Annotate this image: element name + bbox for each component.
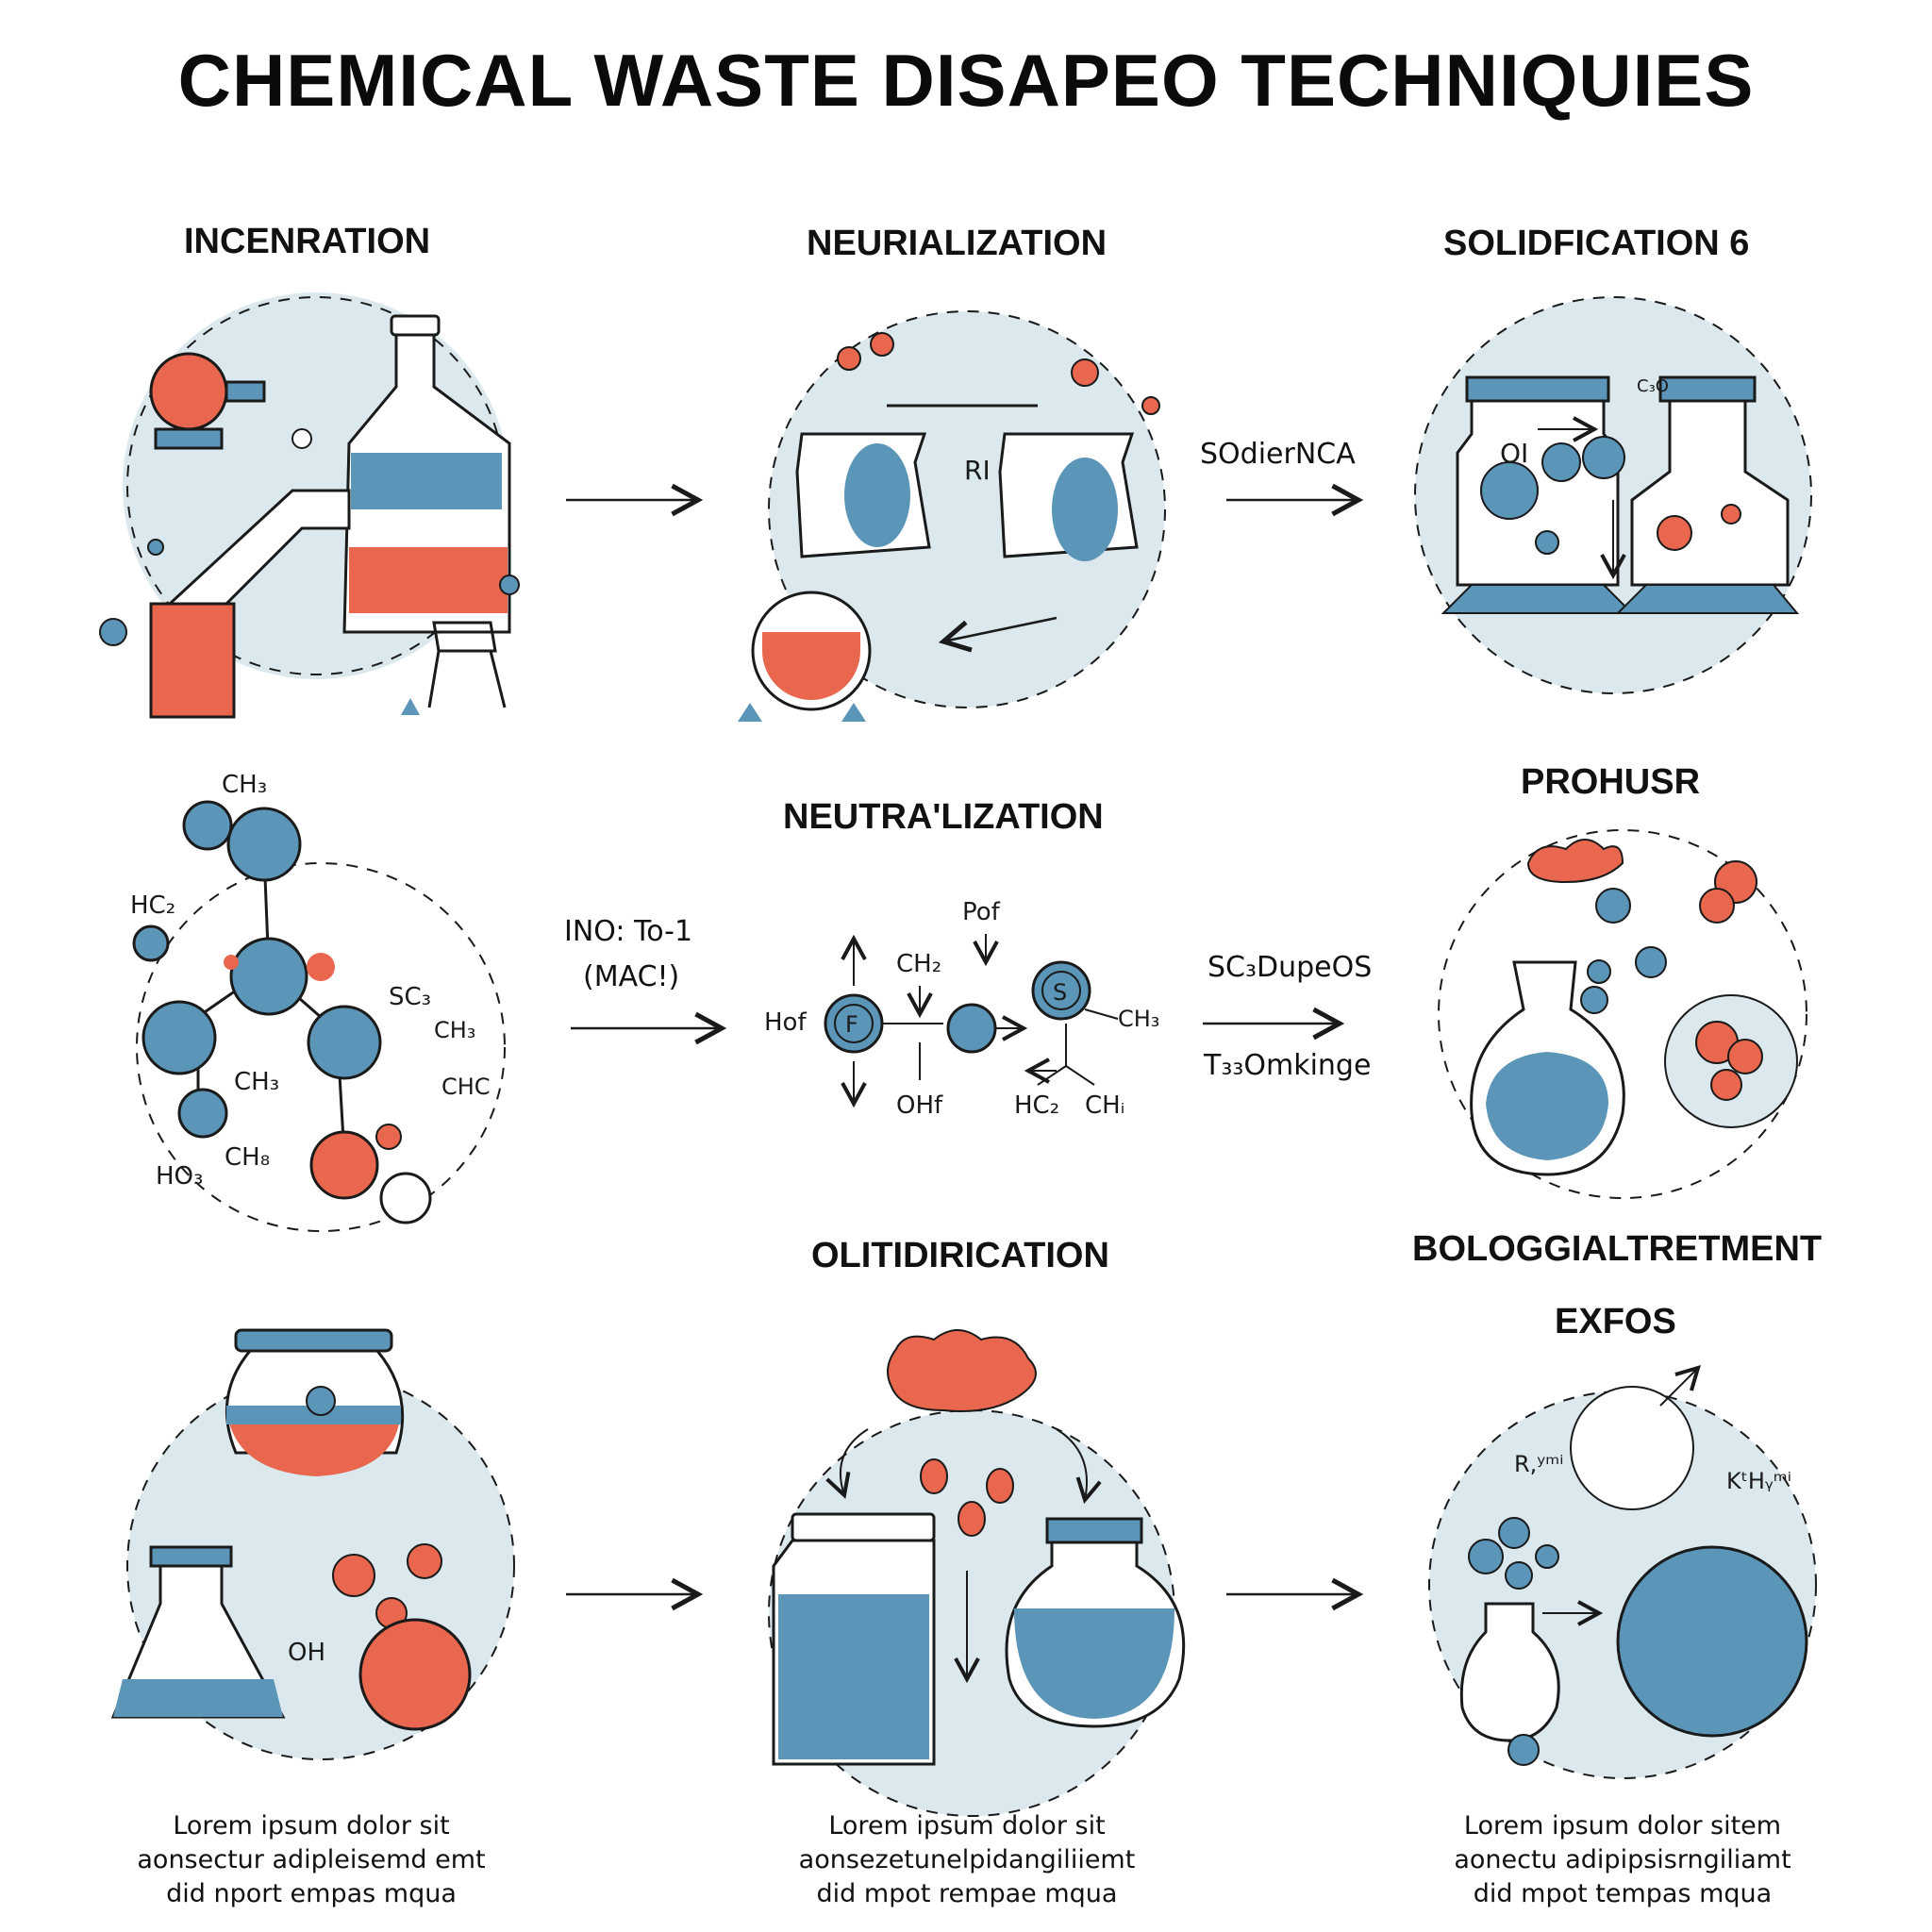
heading-exfos: EXFOS	[1555, 1302, 1676, 1341]
boiling-illustration	[110, 1328, 515, 1760]
heading-biological: BOLOGGIALTRETMENT	[1412, 1229, 1823, 1269]
heading-prohusr: PROHUSR	[1521, 762, 1701, 802]
mol-label-2: HC₂	[130, 891, 175, 920]
neurialization-illustration	[738, 310, 1166, 722]
caption-middle-line1: Lorem ipsum dolor sit	[828, 1811, 1106, 1840]
neu-label-f: F	[845, 1011, 858, 1038]
label-oi: OI	[1500, 438, 1528, 469]
mol-label-3: SC₃	[389, 983, 431, 1011]
heading-solidification: SOLIDFICATION 6	[1443, 224, 1750, 263]
mol-label-6: CH₃	[234, 1068, 279, 1096]
molecule-illustration	[132, 800, 506, 1232]
caption-left-line3: did nport empas mqua	[166, 1879, 457, 1908]
biological-illustration	[1428, 1368, 1817, 1779]
solidification-illustration	[1414, 296, 1812, 694]
neu-label-chi: CHᵢ	[1085, 1091, 1124, 1120]
arrow-label-row2-right-1: SC₃DupeOS	[1208, 951, 1373, 984]
mol-label-8: HO₃	[156, 1162, 203, 1191]
prohusr-illustration	[1438, 829, 1807, 1199]
label-c3o: C₃O	[1637, 376, 1669, 396]
neu-label-hof: Hof	[764, 1008, 807, 1037]
caption-middle: Lorem ipsum dolor sit aonsezetunelpidang…	[759, 1809, 1174, 1911]
bio-label-right: KᵗHᵧᵐⁱ	[1726, 1468, 1791, 1494]
neu-label-ch3: CH₃	[1118, 1006, 1159, 1032]
caption-right-line3: did mpot tempas mqua	[1473, 1879, 1773, 1908]
caption-right-line1: Lorem ipsum dolor sitem	[1463, 1811, 1782, 1840]
caption-right-line2: aonectu adipipsisrngiliamt	[1454, 1845, 1791, 1874]
caption-left-line1: Lorem ipsum dolor sit	[173, 1811, 450, 1840]
neu-label-hc2: HC₂	[1014, 1091, 1059, 1120]
caption-left: Lorem ipsum dolor sit aonsectur adipleis…	[104, 1809, 519, 1911]
mol-label-4: CH₃	[434, 1017, 475, 1043]
label-oh: OH	[288, 1639, 325, 1667]
mol-label-5: CHC	[441, 1074, 491, 1100]
caption-middle-line2: aonsezetunelpidangiliiemt	[798, 1845, 1136, 1874]
caption-middle-line3: did mpot rempae mqua	[816, 1879, 1118, 1908]
caption-left-line2: aonsectur adipleisemd emt	[137, 1845, 486, 1874]
heading-incenration: INCENRATION	[184, 222, 431, 261]
heading-neutralization: NEUTRA'LIZATION	[783, 797, 1104, 837]
mol-label-7: CH₈	[225, 1143, 270, 1172]
heading-neurialization: NEURIALIZATION	[807, 224, 1108, 263]
arrow-label-row1: SOdierNCA	[1200, 438, 1356, 471]
caption-right: Lorem ipsum dolor sitem aonectu adipipsi…	[1415, 1809, 1830, 1911]
page-title: CHEMICAL WASTE DISAPEO TECHNIQUIES	[177, 39, 1755, 122]
bio-label-left: R,ʸᵐⁱ	[1514, 1451, 1564, 1477]
neu-label-ch2: CH₂	[896, 950, 941, 978]
neutralization-illustration	[824, 934, 1119, 1104]
label-ri: RI	[964, 455, 991, 486]
heading-olitidirication: OLITIDIRICATION	[811, 1236, 1109, 1275]
olitidirication-illustration	[768, 1329, 1186, 1817]
incineration-illustration	[99, 292, 520, 719]
arrow-label-row2-left-2: (MAC!)	[583, 960, 680, 993]
arrow-label-row2-left-1: INO: To-1	[564, 915, 693, 948]
neu-label-s: S	[1053, 979, 1067, 1006]
neu-label-ohf: OHf	[896, 1091, 943, 1120]
mol-label-1: CH₃	[222, 771, 267, 799]
arrow-label-row2-right-2: T₃₃Omkinge	[1204, 1049, 1372, 1082]
neu-label-pof: Pof	[962, 898, 1001, 926]
